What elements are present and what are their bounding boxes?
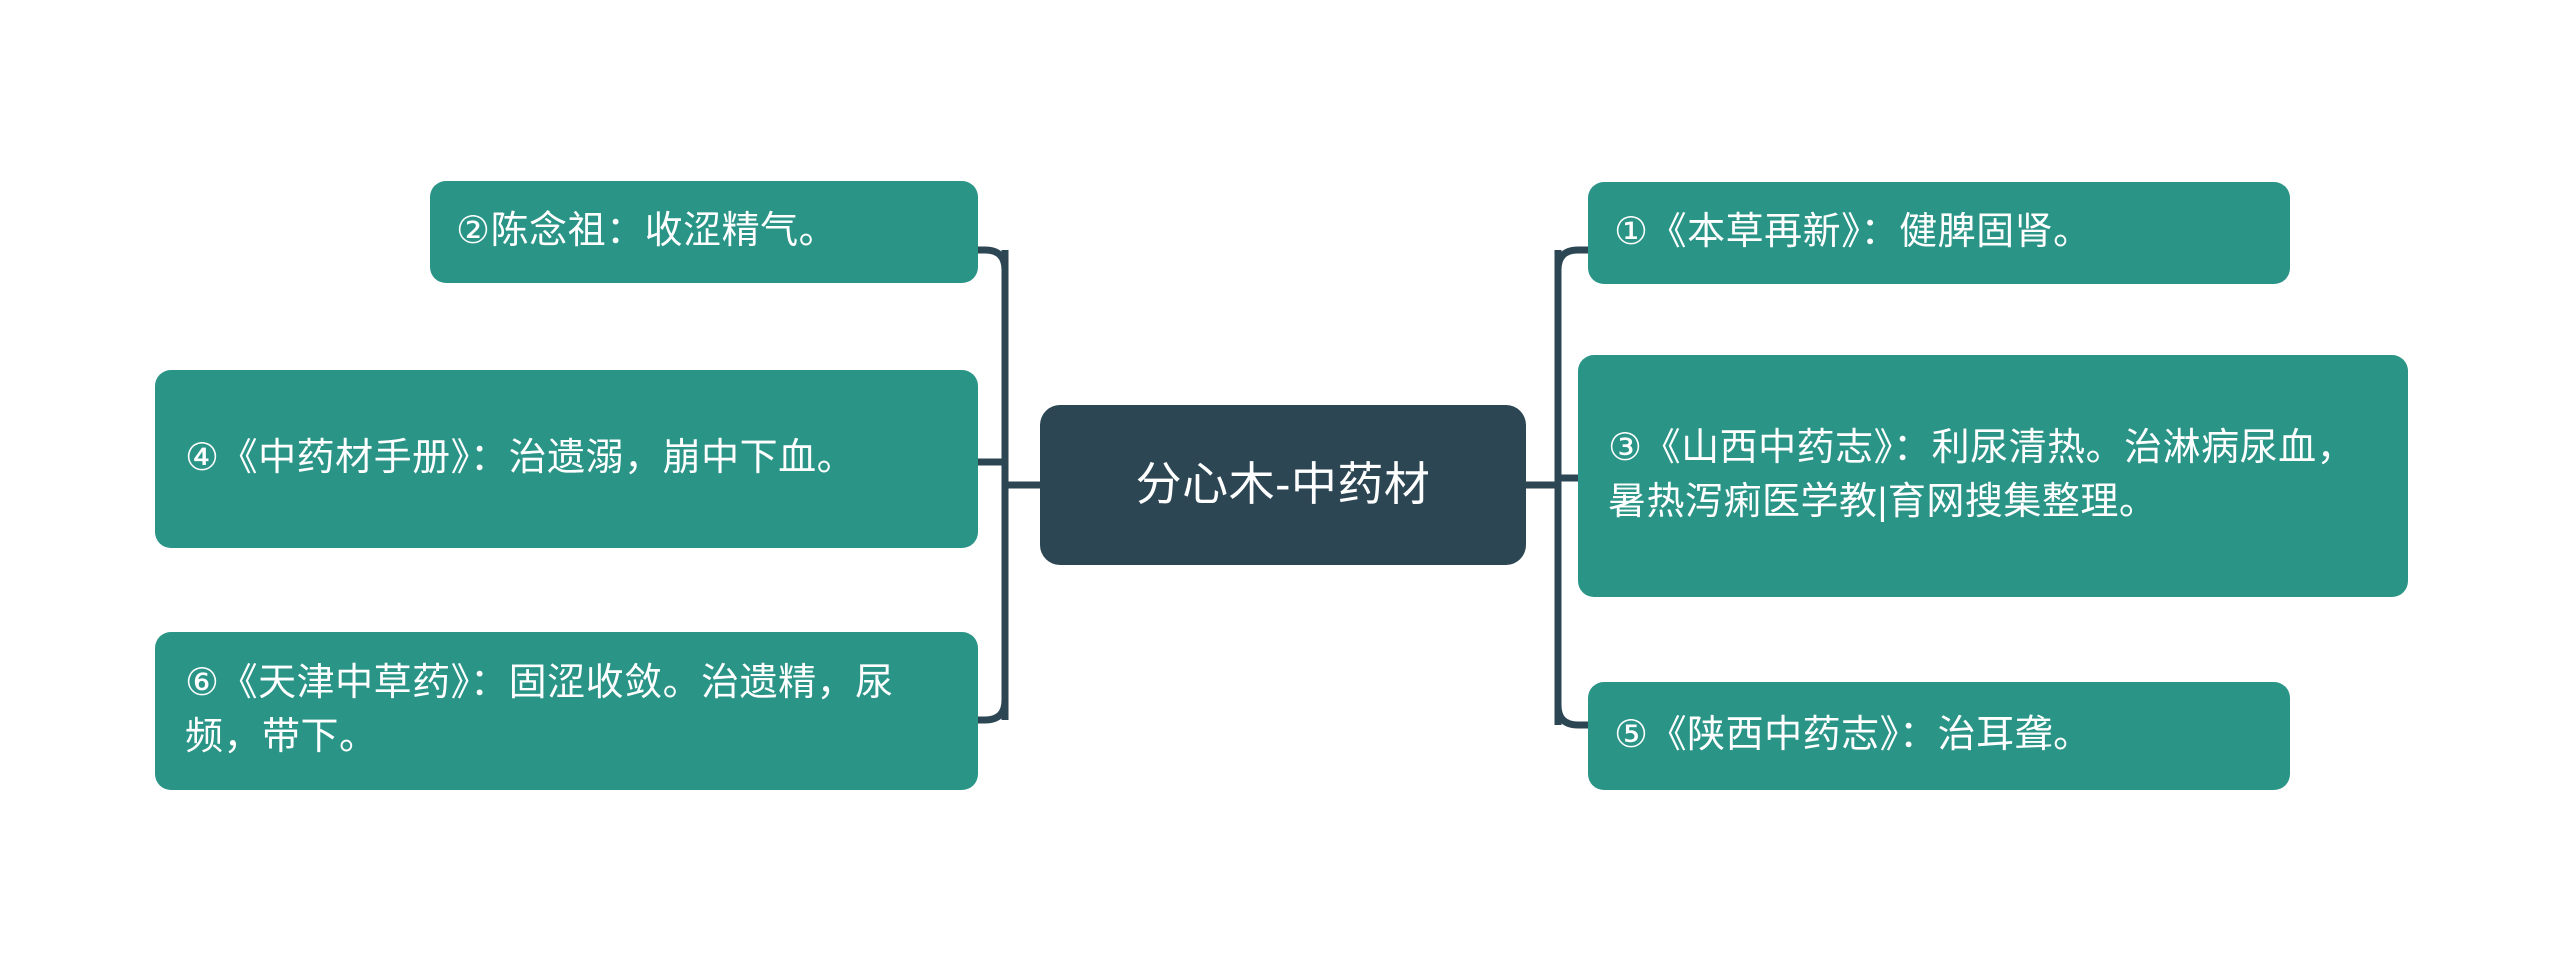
root-node[interactable]: 分心木-中药材 xyxy=(1040,405,1526,565)
branch-node-left-1[interactable]: ②陈念祖：收涩精气。 xyxy=(430,181,978,283)
branch-node-left-2[interactable]: ④《中药材手册》：治遗溺，崩中下血。 xyxy=(155,370,978,548)
branch-node-left-1-label: ②陈念祖：收涩精气。 xyxy=(456,210,838,253)
branch-node-right-2-label: ③《山西中药志》：利尿清热。治淋病尿血，暑热泻痢医学教|育网搜集整理。 xyxy=(1608,427,2356,523)
branch-node-left-2-label: ④《中药材手册》：治遗溺，崩中下血。 xyxy=(185,437,856,480)
branch-node-right-1[interactable]: ①《本草再新》：健脾固肾。 xyxy=(1588,182,2290,284)
branch-node-right-1-label: ①《本草再新》：健脾固肾。 xyxy=(1614,211,2092,254)
connector-left-branch-1 xyxy=(978,246,1009,285)
branch-node-right-3[interactable]: ⑤《陕西中药志》：治耳聋。 xyxy=(1588,682,2290,790)
connector-right-branch-1 xyxy=(1554,246,1588,285)
connector-left-branch-3 xyxy=(978,685,1009,724)
branch-node-right-2[interactable]: ③《山西中药志》：利尿清热。治淋病尿血，暑热泻痢医学教|育网搜集整理。 xyxy=(1578,355,2408,597)
branch-node-left-3[interactable]: ⑥《天津中草药》：固涩收敛。治遗精，尿频，带下。 xyxy=(155,632,978,790)
branch-node-left-3-label: ⑥《天津中草药》：固涩收敛。治遗精，尿频，带下。 xyxy=(185,662,894,758)
branch-node-right-3-label: ⑤《陕西中药志》：治耳聋。 xyxy=(1614,714,2092,757)
root-node-label: 分心木-中药材 xyxy=(1135,458,1431,511)
connector-right-branch-3 xyxy=(1554,690,1588,729)
